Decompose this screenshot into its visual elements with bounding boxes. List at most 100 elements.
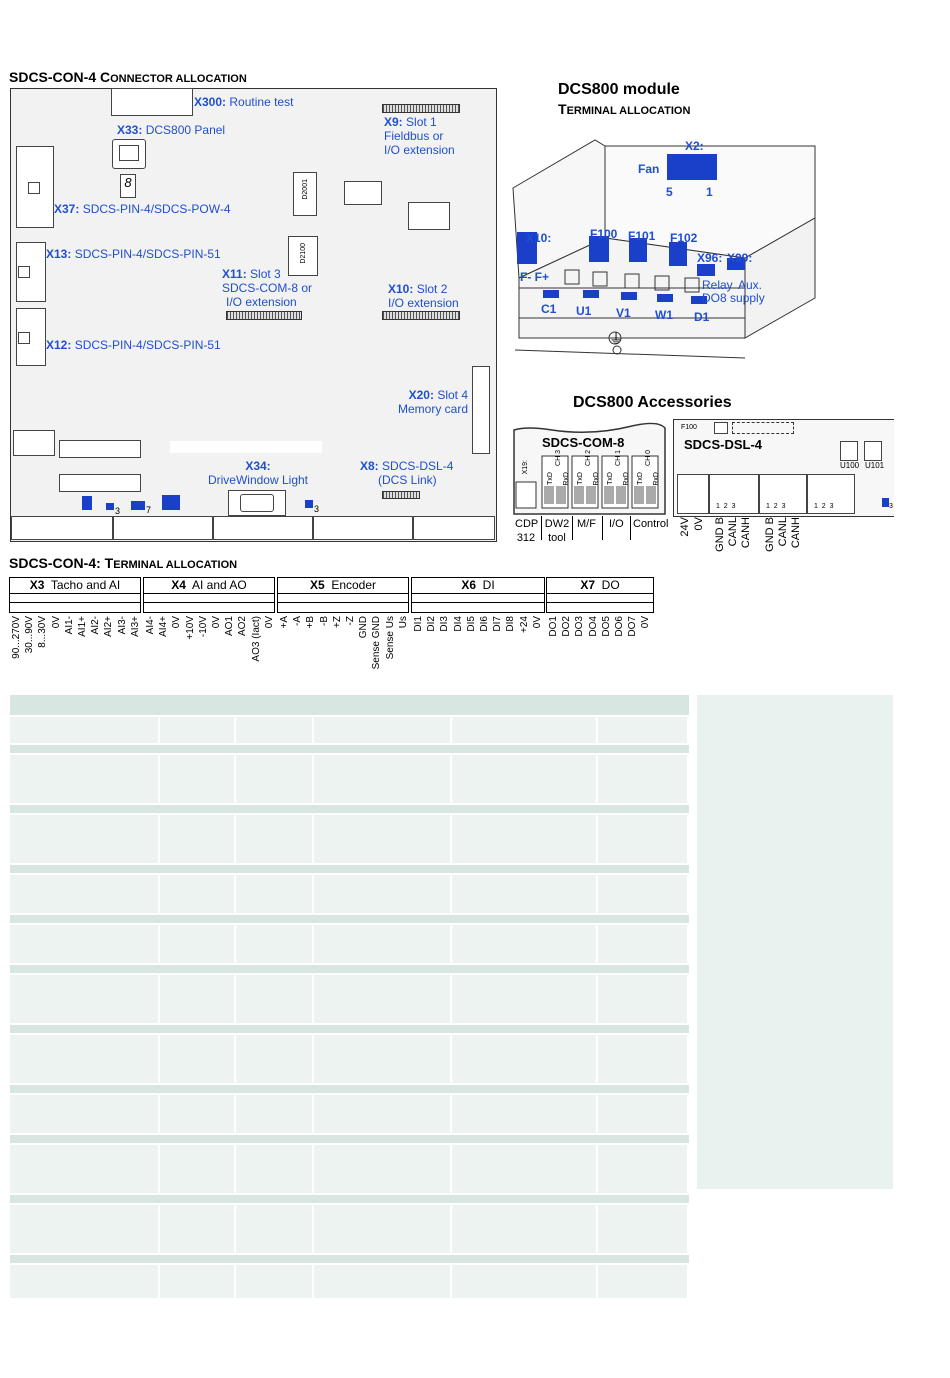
chip-d2001: D2001 [293,172,317,216]
dsl4-u100-jumper [840,441,858,461]
dsl4-0v: 0V [693,517,705,531]
dsl4-canl-2: CANL [777,517,789,547]
terminal-x4-pin: 0V [211,616,222,629]
dsl4-gndb-2: GND B [764,517,776,552]
table-cell [10,1035,158,1083]
blank-strip [170,441,322,453]
terminal-x7-pin: DO2 [561,616,573,637]
table-cell [160,1265,234,1298]
table-cell [236,717,312,743]
module-c1: C1 [541,302,557,316]
module-field-terminals: F- F+ [520,270,549,284]
com8-ch0-rxd: RxD [653,472,660,486]
terminal-x6-pin: 0V [531,616,543,629]
com8-ch1-txd: TxD [607,472,614,485]
table-band [10,1255,689,1263]
terminal-x5-pin: -A [292,616,304,626]
table-cell [314,1205,450,1253]
table-cell [236,925,312,963]
module-x10-label: X10: [526,231,552,245]
table-cell [314,717,450,743]
dsl4-canh-2: CANH [790,517,802,549]
terminal-x5-pin: +Z [331,616,343,628]
ground-icon: ⏚ [609,331,623,347]
table-cell [10,755,158,803]
board-terminal-x6 [313,516,413,540]
x300-label: X300: Routine test [194,95,294,109]
table-cell [160,1035,234,1083]
terminal-x5-pin: -B [318,616,330,626]
dsl4-canh-1: CANH [740,517,752,549]
panel-jack-inner [119,145,139,161]
terminal-x5-pin: GND [358,616,370,639]
board-terminal-x3 [11,516,113,540]
terminal-x6-pin: DI3 [439,616,451,632]
terminal-x6-pin: DI4 [452,616,464,632]
com8-ch0-txd: TxD [637,472,644,485]
table-cell [10,1145,158,1193]
table-cell [452,815,596,863]
dsl4-power-terminal [677,474,709,514]
terminal-x3-pin: AI1- [63,616,75,635]
x9-connector [382,104,460,113]
table-cell [314,815,450,863]
table-cell [236,1145,312,1193]
com8-io: I/O [609,518,624,530]
table-cell [160,1145,234,1193]
table-cell [236,755,312,803]
com8-ch2-rxd: RxD [593,472,600,486]
table-cell [314,925,450,963]
dsl4-jumper [882,498,889,507]
terminal-x4-pin: AO3 (Iact) [250,616,262,662]
table-cell [598,1035,687,1083]
x11-connector [226,311,302,320]
dsl4-can-terminal-1 [709,474,759,514]
terminal-x4: X4 AI and AO [143,577,275,613]
terminal-x7-pin: DO3 [574,616,586,637]
table-cell [598,1095,687,1133]
com8-card-outline [513,422,666,515]
terminal-x6: X6 DI [411,577,545,613]
jumper-1 [82,496,92,510]
board-terminal-x5 [213,516,313,540]
terminal-x3-pin: AI2+ [103,616,115,637]
module-x2-label: X2: [685,139,704,153]
com8-ch3: CH 3 [555,450,562,466]
x11-label: X11: Slot 3 SDCS-COM-8 or I/O extension [222,267,313,309]
table-band [10,695,689,715]
terminal-x4-pin: 0V [171,616,183,629]
jumper-4 [162,495,180,510]
dsl4-canl-1: CANL [727,517,739,547]
com8-ch2-txd: TxD [577,472,584,485]
dsl4-fuse [714,422,728,434]
com8-ch1-rxd: RxD [623,472,630,486]
com8-ch2: CH 2 [585,450,592,466]
table-cell [160,975,234,1023]
table-cell [598,975,687,1023]
table-cell [452,975,596,1023]
x20-label: X20: Slot 4 Memory card [398,388,469,416]
terminal-x6-pin: DI8 [505,616,517,632]
com8-sep-1 [541,516,542,540]
module-v1: V1 [616,306,631,320]
dsl4-pins-3: 1 2 3 [814,503,834,510]
terminal-x7-pin: DO4 [587,616,599,637]
terminal-x6-pin: DI2 [426,616,438,632]
x33-label: X33: DCS800 Panel [117,123,226,137]
table-cell [452,1145,596,1193]
terminal-x5-pin: +A [279,616,290,629]
terminal-x4-pin: 0V [263,616,275,629]
x300-connector [111,88,193,116]
dsl4-u101-jumper [864,441,882,461]
table-band [10,965,689,973]
com8-ch3-rxd: RxD [563,472,570,486]
table-cell [10,1265,158,1298]
x34-dsub [240,494,274,512]
terminal-x7-pin: DO6 [614,616,625,637]
chip-d2100: D2100 [288,236,318,276]
x37-label: X37: SDCS-PIN-4/SDCS-POW-4 [54,202,231,216]
jumper-3-number: 7 [146,505,152,515]
